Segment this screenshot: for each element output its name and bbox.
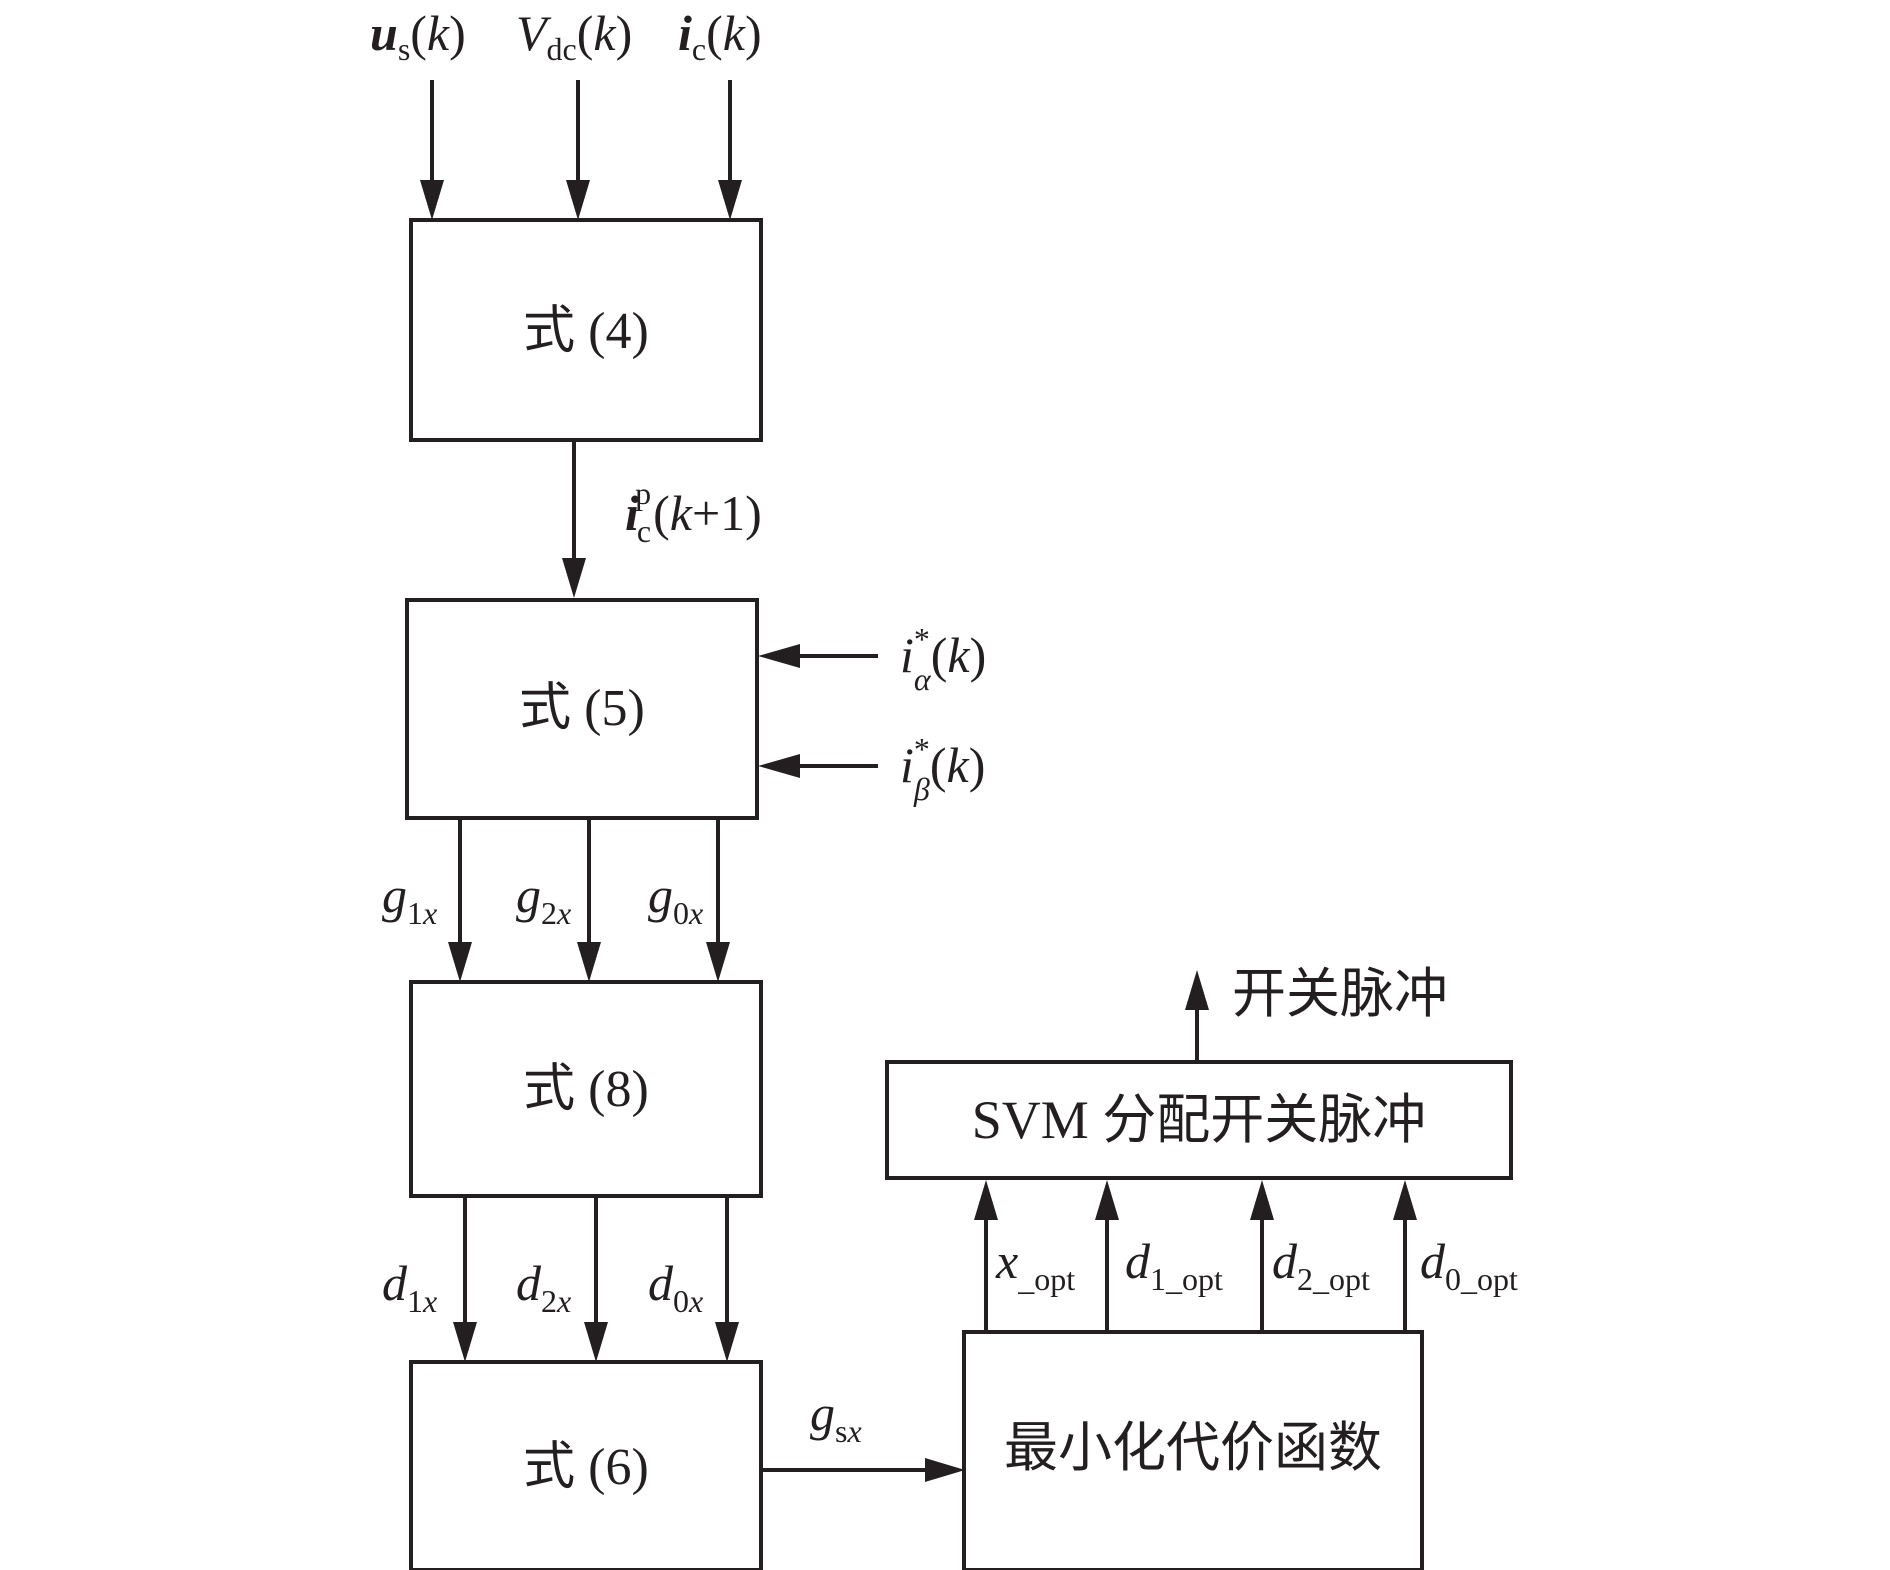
vdc-arrow-head — [566, 180, 590, 220]
x-opt-arrow-head — [974, 1180, 998, 1220]
d2x-label: d2x — [516, 1255, 571, 1319]
d0-opt-label: d0_opt — [1420, 1233, 1518, 1297]
us-arrow-head — [420, 180, 444, 220]
gsx-label: gsx — [810, 1385, 862, 1449]
block-eq6-label: 式 (6) — [523, 1439, 649, 1496]
d1-opt-label: d1_opt — [1125, 1233, 1223, 1297]
d2-opt-label: d2_opt — [1272, 1233, 1370, 1297]
block-min-cost-function-label: 最小化代价函数 — [1004, 1418, 1382, 1478]
alpha-ref-label: i*α(k) — [900, 621, 986, 697]
g2x-arrow-head — [577, 942, 601, 982]
pred-current-label: icp(k+1) — [625, 475, 762, 549]
g0x-label: g0x — [648, 867, 703, 931]
block-eq4-label: 式 (4) — [523, 303, 649, 360]
output-arrow-head — [1185, 970, 1209, 1010]
d2-opt-arrow-head — [1250, 1180, 1274, 1220]
block-eq8-label: 式 (8) — [523, 1061, 649, 1118]
block-min-cost-function — [962, 1330, 1424, 1570]
ic-arrow-head — [718, 180, 742, 220]
block-eq4 — [409, 218, 763, 442]
input-us-label: us(k) — [370, 5, 466, 67]
beta-ref-arrow-head — [758, 754, 800, 778]
d1-opt-arrow-head — [1095, 1180, 1119, 1220]
beta-ref-label: i*β(k) — [900, 731, 985, 807]
x-opt-label: x_opt — [995, 1233, 1075, 1297]
block-eq5-label: 式 (5) — [519, 680, 645, 737]
alpha-ref-arrow-head — [758, 644, 800, 668]
d0-opt-arrow-head — [1393, 1180, 1417, 1220]
g0x-arrow-head — [706, 942, 730, 982]
block-svm-allocation-label: SVM 分配开关脉冲 — [972, 1090, 1427, 1150]
block-svm-allocation — [885, 1060, 1513, 1180]
d2x-arrow-head — [584, 1322, 608, 1362]
pred-arrow-head — [562, 558, 586, 598]
d0x-arrow-head — [715, 1322, 739, 1362]
d0x-label: d0x — [648, 1255, 703, 1319]
g2x-label: g2x — [516, 867, 571, 931]
g1x-arrow-head — [448, 942, 472, 982]
block-eq8 — [409, 980, 763, 1198]
gsx-arrow-head — [925, 1458, 965, 1482]
d1x-arrow-head — [453, 1322, 477, 1362]
d1x-label: d1x — [382, 1255, 437, 1319]
g1x-label: g1x — [382, 867, 437, 931]
block-eq6 — [409, 1360, 763, 1570]
output-switch-pulse-label: 开关脉冲 — [1232, 964, 1448, 1024]
input-vdc-label: Vdc(k) — [516, 5, 632, 67]
block-eq5 — [405, 598, 759, 820]
input-ic-label: ic(k) — [678, 5, 762, 67]
